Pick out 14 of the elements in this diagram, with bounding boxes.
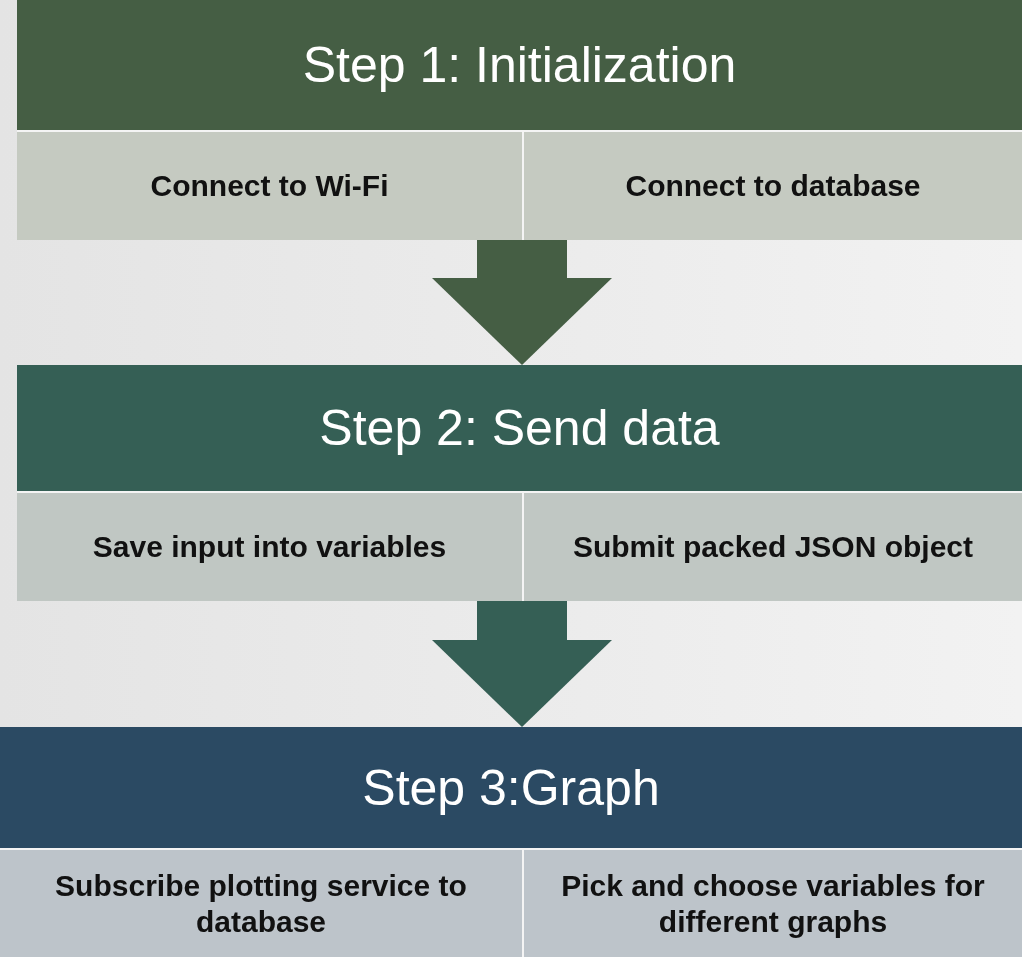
block-arrow — [432, 601, 612, 727]
task-cell: Save input into variables — [17, 493, 522, 601]
task-cell: Subscribe plotting service to database — [0, 850, 522, 957]
step-header: Step 1: Initialization — [17, 0, 1022, 130]
task-cell: Connect to Wi-Fi — [17, 132, 522, 240]
step-header: Step 3:Graph — [0, 727, 1022, 848]
step-header: Step 2: Send data — [17, 365, 1022, 491]
task-cell: Submit packed JSON object — [524, 493, 1022, 601]
step-panel — [17, 0, 1022, 240]
task-cell: Pick and choose variables for different graphs — [524, 850, 1022, 957]
block-arrow — [432, 240, 612, 365]
step-panel — [17, 365, 1022, 601]
step-panel — [0, 727, 1022, 957]
task-cell: Connect to database — [524, 132, 1022, 240]
